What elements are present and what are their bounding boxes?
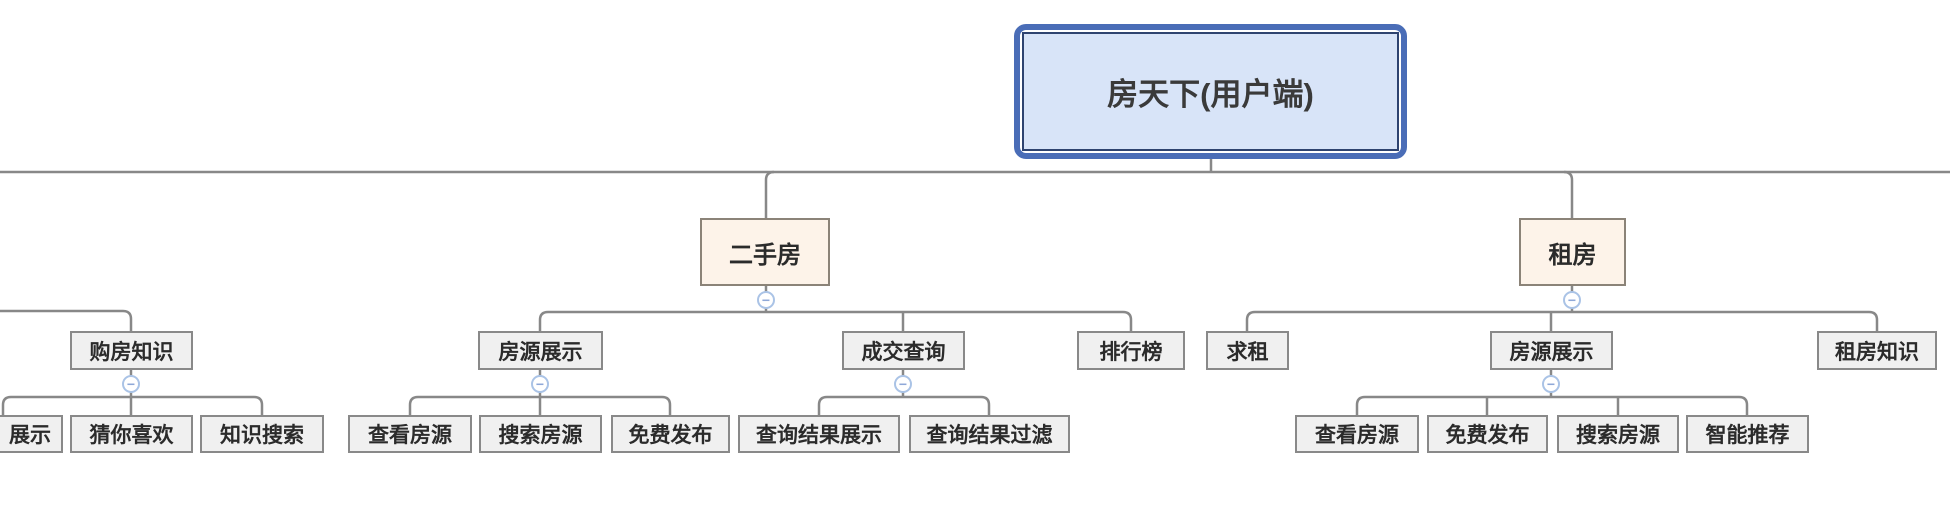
topic-listing-display-esf[interactable]: 房源展示 bbox=[478, 331, 603, 370]
topic-rental[interactable]: 租房 bbox=[1519, 218, 1626, 286]
topic-view-listings-rental[interactable]: 查看房源 bbox=[1295, 415, 1419, 453]
topic-search-listings-rental[interactable]: 搜索房源 bbox=[1557, 415, 1679, 453]
topic-free-publish-esf[interactable]: 免费发布 bbox=[611, 415, 730, 453]
topic-root[interactable]: 房天下(用户端) bbox=[1014, 24, 1407, 159]
collapse-button-deal-inquiry[interactable]: − bbox=[894, 375, 912, 393]
topic-smart-recommend[interactable]: 智能推荐 bbox=[1686, 415, 1809, 453]
topic-view-listings-esf[interactable]: 查看房源 bbox=[348, 415, 472, 453]
topic-rent-seeking[interactable]: 求租 bbox=[1206, 331, 1289, 370]
topic-guess-you-like[interactable]: 猜你喜欢 bbox=[70, 415, 193, 453]
topic-search-listings-esf[interactable]: 搜索房源 bbox=[479, 415, 602, 453]
topic-display-cutoff[interactable]: 展示 bbox=[0, 415, 63, 453]
topic-free-publish-rental[interactable]: 免费发布 bbox=[1427, 415, 1548, 453]
topic-knowledge-search[interactable]: 知识搜索 bbox=[200, 415, 324, 453]
collapse-button-buying-knowledge[interactable]: − bbox=[122, 375, 140, 393]
topic-secondhand-house[interactable]: 二手房 bbox=[700, 218, 830, 286]
topic-listing-display-rental[interactable]: 房源展示 bbox=[1490, 331, 1613, 370]
topic-root-label: 房天下(用户端) bbox=[1022, 32, 1399, 151]
topic-query-result-display[interactable]: 查询结果展示 bbox=[738, 415, 900, 453]
collapse-button-secondhand-house[interactable]: − bbox=[757, 291, 775, 309]
topic-rental-knowledge[interactable]: 租房知识 bbox=[1817, 331, 1937, 370]
collapse-button-rental[interactable]: − bbox=[1563, 291, 1581, 309]
topic-ranking[interactable]: 排行榜 bbox=[1077, 331, 1185, 370]
collapse-button-listing-display-rental[interactable]: − bbox=[1542, 375, 1560, 393]
topic-deal-inquiry[interactable]: 成交查询 bbox=[842, 331, 965, 370]
topic-buying-knowledge[interactable]: 购房知识 bbox=[70, 331, 193, 370]
topic-query-result-filter[interactable]: 查询结果过滤 bbox=[909, 415, 1070, 453]
collapse-button-listing-display-esf[interactable]: − bbox=[531, 375, 549, 393]
